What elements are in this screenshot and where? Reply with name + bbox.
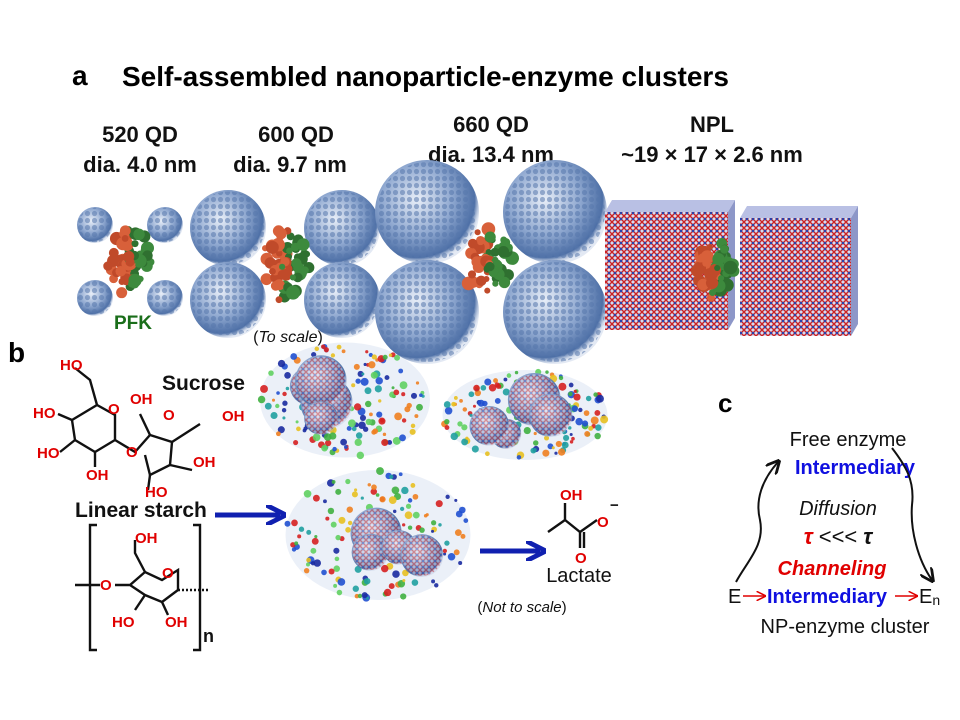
- pfk-enzyme: [260, 225, 315, 304]
- intermediary-top: Intermediary: [795, 457, 916, 479]
- size-labels: 520 QD dia. 4.0 nm 600 QD dia. 9.7 nm 66…: [83, 112, 803, 177]
- npl-1-top: [605, 200, 735, 212]
- np-enzyme-cluster-label: NP-enzyme cluster: [761, 616, 930, 638]
- npl-2-top: [740, 206, 858, 218]
- enzyme-label-pfk: PFK: [114, 313, 152, 334]
- lactate-structure: OH O O −: [547, 487, 619, 567]
- atom-label: HO: [60, 357, 83, 374]
- qd-660: [375, 160, 479, 264]
- npl-2: [740, 218, 851, 336]
- lactate-label: Lactate: [546, 565, 612, 587]
- label-npl: NPL: [690, 112, 734, 137]
- atom-label: HO: [145, 484, 168, 501]
- repeat-unit-n: n: [203, 626, 214, 646]
- atom-label: OH: [165, 614, 188, 631]
- pfk-enzyme-npl: [690, 238, 740, 302]
- np-enzyme-clusters: [257, 342, 609, 602]
- qd-520: [147, 207, 183, 243]
- atom-label: O: [108, 401, 120, 418]
- atom-label: OH: [86, 467, 109, 484]
- panel-c-letter: c: [718, 388, 732, 418]
- qd-660: [503, 260, 607, 364]
- charge-label: −: [610, 497, 619, 514]
- channeling-label: Channeling: [778, 558, 887, 580]
- pfk-enzymes: [103, 222, 520, 304]
- panel-a-letter: a: [72, 60, 88, 91]
- label-600qd: 600 QD: [258, 122, 334, 147]
- diffusion-arrow-up: [735, 462, 778, 583]
- size-520qd: dia. 4.0 nm: [83, 152, 197, 177]
- np-enzyme-cluster: [441, 368, 609, 460]
- atom-label: OH: [135, 530, 158, 547]
- atom-label: OH: [193, 454, 216, 471]
- atom-label: O: [163, 407, 175, 424]
- quantum-dots: [77, 160, 607, 364]
- e-end: En: [919, 586, 940, 608]
- atom-label: OH: [560, 487, 583, 504]
- atom-label: HO: [112, 614, 135, 631]
- qd-660: [375, 260, 479, 364]
- atom-label: O: [126, 444, 138, 461]
- label-520qd: 520 QD: [102, 122, 178, 147]
- intermediary-bottom: Intermediary: [767, 586, 888, 608]
- qd-520: [77, 280, 113, 316]
- tau-comparison: τ<<<τ: [804, 524, 874, 549]
- atom-label: O: [597, 514, 609, 531]
- free-enzyme-label: Free enzyme: [790, 429, 907, 451]
- starch-structure: OH O O HO OH n: [75, 523, 214, 652]
- pfk-enzyme: [461, 222, 520, 294]
- atom-label: OH: [222, 408, 245, 425]
- qd-600: [190, 262, 266, 338]
- to-scale-note: (To scale): [253, 329, 323, 346]
- np-enzyme-cluster: [257, 342, 430, 460]
- qd-520: [77, 207, 113, 243]
- qd-600: [304, 262, 380, 338]
- qd-600: [190, 190, 266, 266]
- atom-label: O: [100, 577, 112, 594]
- size-660qd: dia. 13.4 nm: [428, 142, 554, 167]
- diffusion-label: Diffusion: [799, 498, 877, 520]
- size-600qd: dia. 9.7 nm: [233, 152, 347, 177]
- atom-label: HO: [33, 405, 56, 422]
- pfk-enzyme: [103, 225, 155, 299]
- panel-b-letter: b: [8, 337, 25, 368]
- qd-600: [304, 190, 380, 266]
- atom-label: OH: [130, 391, 153, 408]
- not-to-scale-note: (Not to scale): [477, 599, 566, 616]
- atom-label: O: [575, 550, 587, 567]
- linear-starch-label: Linear starch: [75, 499, 207, 522]
- e-start: E: [728, 586, 741, 608]
- np-enzyme-cluster: [284, 467, 471, 602]
- atom-label: HO: [37, 445, 60, 462]
- qd-660: [503, 160, 607, 264]
- atom-label: O: [162, 565, 174, 582]
- sucrose-structure: HO HO HO OH O O OH O OH OH HO: [33, 357, 245, 501]
- pfk-enzyme: [690, 238, 740, 302]
- label-660qd: 660 QD: [453, 112, 529, 137]
- qd-520: [147, 280, 183, 316]
- diffusion-arrow-down: [891, 447, 932, 580]
- npl-2-side: [851, 206, 858, 336]
- size-npl: ~19 × 17 × 2.6 nm: [621, 142, 803, 167]
- sucrose-label: Sucrose: [162, 372, 245, 395]
- panel-a-title: Self-assembled nanoparticle-enzyme clust…: [122, 61, 729, 92]
